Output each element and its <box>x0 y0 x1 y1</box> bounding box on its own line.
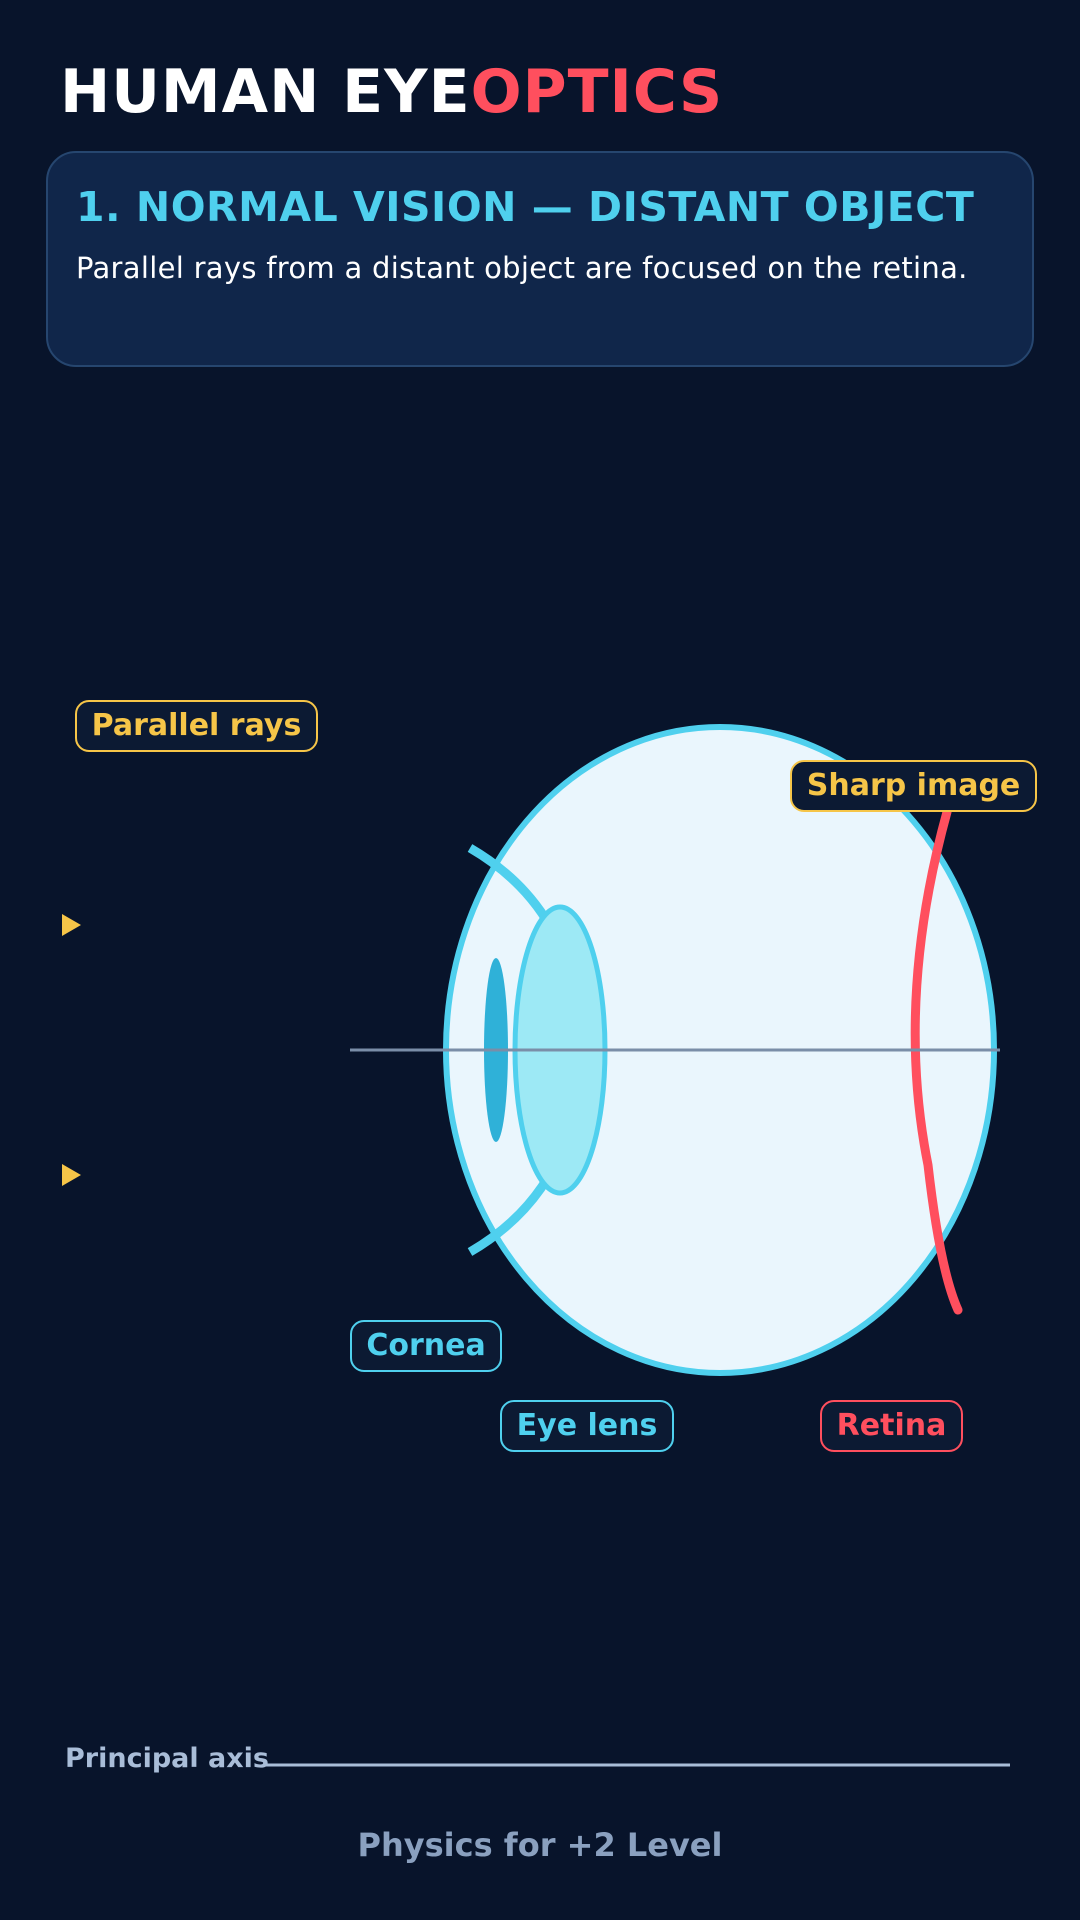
footer: Physics for +2 Level <box>357 1826 723 1864</box>
label-sharp-image: Sharp image <box>790 760 1037 812</box>
page-title: HUMAN EYEOPTICS <box>60 56 723 128</box>
ray-arrow-icon <box>62 914 81 936</box>
card-description: Parallel rays from a distant object are … <box>76 251 968 285</box>
label-eye-lens: Eye lens <box>500 1400 674 1452</box>
retina <box>910 807 963 1315</box>
title-main: HUMAN EYE <box>60 57 471 127</box>
label-parallel-rays: Parallel rays <box>75 700 318 752</box>
info-card: 1. NORMAL VISION — DISTANT OBJECT Parall… <box>46 151 1034 367</box>
title-accent: OPTICS <box>470 57 724 127</box>
ray-arrow-icon <box>62 1164 81 1186</box>
label-retina: Retina <box>820 1400 963 1452</box>
principal-axis-caption: Principal axis <box>65 1743 270 1774</box>
label-cornea: Cornea <box>350 1320 502 1372</box>
card-heading: 1. NORMAL VISION — DISTANT OBJECT <box>76 183 975 231</box>
